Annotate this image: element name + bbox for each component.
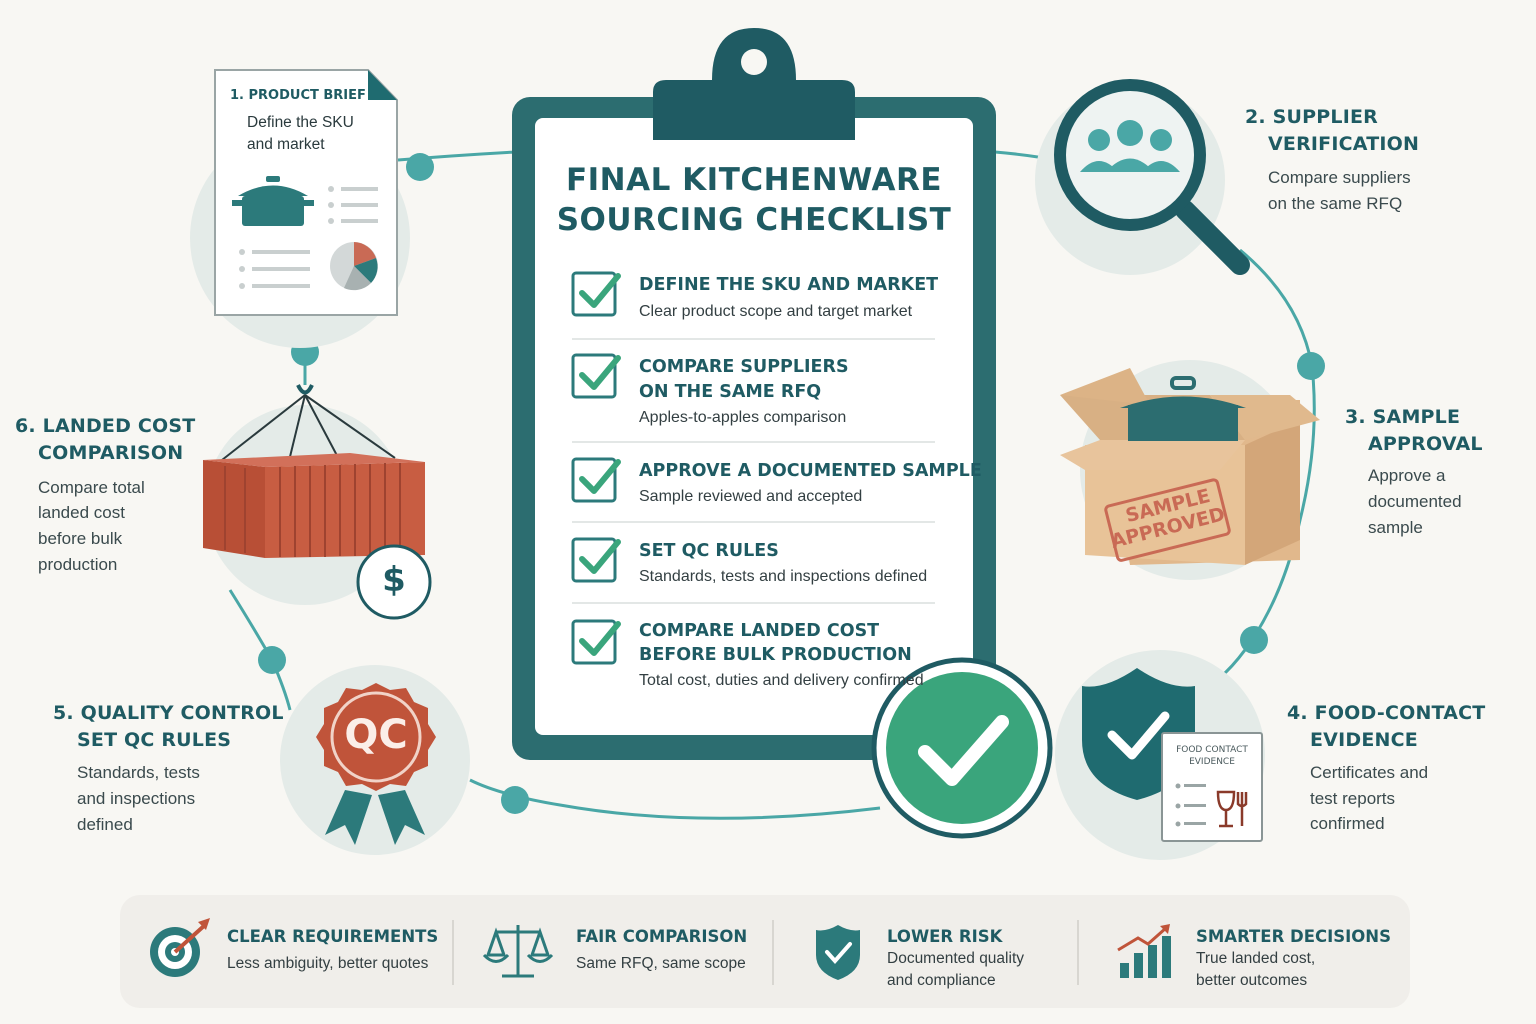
dollar-coin-icon	[356, 544, 432, 620]
benefit-3-desc-line1: Documented quality	[887, 950, 1024, 967]
food-contact-shield-icon	[1082, 668, 1263, 842]
scale-icon	[482, 925, 554, 978]
qc-title-line1: 5. QUALITY CONTROL	[53, 702, 284, 724]
qc-title-line2: SET QC RULES	[77, 729, 232, 751]
dollar-symbol: $	[382, 560, 406, 600]
target-icon	[150, 918, 210, 977]
pot-icon	[232, 176, 314, 226]
supplier-title-line1: 2. SUPPLIER	[1245, 106, 1379, 128]
magnifier-suppliers-icon	[1054, 79, 1250, 275]
qc-badge-icon	[316, 683, 436, 845]
food-title-line2: EVIDENCE	[1310, 729, 1418, 751]
landed-desc-line3: before bulk	[38, 529, 123, 548]
checklist-title-line1: FINAL KITCHENWARE	[565, 162, 943, 198]
pie-chart-icon	[330, 242, 378, 291]
landed-desc-line1: Compare total	[38, 478, 145, 497]
qc-desc-line1: Standards, tests	[77, 763, 200, 782]
sample-title-line1: 3. SAMPLE	[1345, 406, 1461, 428]
benefit-2-title: FAIR COMPARISON	[576, 927, 748, 946]
product-brief-line2: and market	[247, 136, 325, 153]
supplier-title-line2: VERIFICATION	[1268, 133, 1420, 155]
benefit-4-desc-line2: better outcomes	[1196, 972, 1308, 989]
landed-desc-line2: landed cost	[38, 503, 125, 522]
supplier-desc-line2: on the same RFQ	[1268, 194, 1403, 213]
food-desc-line3: confirmed	[1310, 814, 1385, 833]
benefit-3-desc-line2: and compliance	[887, 972, 996, 989]
pot-icon	[1120, 376, 1246, 441]
qc-badge-label: QC	[344, 712, 408, 758]
landed-title-line1: 6. LANDED COST	[15, 415, 196, 437]
product-brief-title: 1. PRODUCT BRIEF	[230, 88, 366, 103]
qc-desc-line2: and inspections	[77, 789, 196, 808]
benefit-1-desc: Less ambiguity, better quotes	[227, 955, 429, 972]
sample-desc-line2: documented	[1368, 492, 1462, 511]
checklist-item-4-desc: Standards, tests and inspections defined	[639, 568, 928, 585]
qc-desc-line3: defined	[77, 815, 133, 834]
checklist-item-3-title: APPROVE A DOCUMENTED SAMPLE	[639, 461, 982, 481]
checkbox-check-icons	[571, 271, 621, 665]
shield-check-icon	[816, 925, 860, 980]
glass-fork-icon	[1216, 790, 1248, 828]
benefit-4-desc-line1: True landed cost,	[1196, 950, 1316, 967]
landed-desc-line4: production	[38, 555, 118, 574]
landed-title-line2: COMPARISON	[38, 442, 184, 464]
checklist-title-line2: SOURCING CHECKLIST	[556, 202, 952, 238]
benefit-4-title: SMARTER DECISIONS	[1196, 927, 1391, 946]
checklist-item-2-desc: Apples-to-apples comparison	[639, 409, 847, 426]
checklist-item-1-title: DEFINE THE SKU AND MARKET	[639, 275, 939, 295]
product-brief-line1: Define the SKU	[247, 114, 354, 131]
checklist-item-3-desc: Sample reviewed and accepted	[639, 488, 863, 505]
checklist-item-4-title: SET QC RULES	[639, 541, 779, 561]
checklist-item-5-title: COMPARE LANDED COST	[639, 621, 880, 641]
food-title-line1: 4. FOOD-CONTACT	[1287, 702, 1486, 724]
checklist-item-5-desc: Total cost, duties and delivery confirme…	[639, 672, 924, 689]
sample-desc-line1: Approve a	[1368, 466, 1446, 485]
benefit-1-title: CLEAR REQUIREMENTS	[227, 927, 439, 946]
food-card-line2: EVIDENCE	[1189, 757, 1235, 767]
checklist-item-5-title-line2: BEFORE BULK PRODUCTION	[639, 645, 912, 665]
food-card-line1: FOOD CONTACT	[1176, 745, 1248, 755]
growth-chart-icon	[1117, 924, 1171, 978]
sample-box-icon	[1060, 368, 1320, 565]
benefit-2-desc: Same RFQ, same scope	[576, 955, 746, 972]
food-desc-line2: test reports	[1310, 789, 1396, 808]
sample-desc-line3: sample	[1368, 518, 1423, 537]
benefits-bar	[120, 895, 1410, 1008]
checklist-item-1-desc: Clear product scope and target market	[639, 303, 913, 320]
checklist-item-2-title-line2: ON THE SAME RFQ	[639, 382, 822, 402]
sample-title-line2: APPROVAL	[1368, 433, 1483, 455]
clipboard-icon	[512, 28, 996, 760]
food-desc-line1: Certificates and	[1310, 763, 1429, 782]
checklist-item-2-title: COMPARE SUPPLIERS	[639, 357, 849, 377]
supplier-desc-line1: Compare suppliers	[1268, 168, 1411, 187]
product-brief-document-icon	[214, 69, 398, 316]
approved-check-icon	[871, 657, 1053, 839]
shipping-container-icon	[203, 384, 432, 620]
benefit-3-title: LOWER RISK	[887, 927, 1003, 946]
